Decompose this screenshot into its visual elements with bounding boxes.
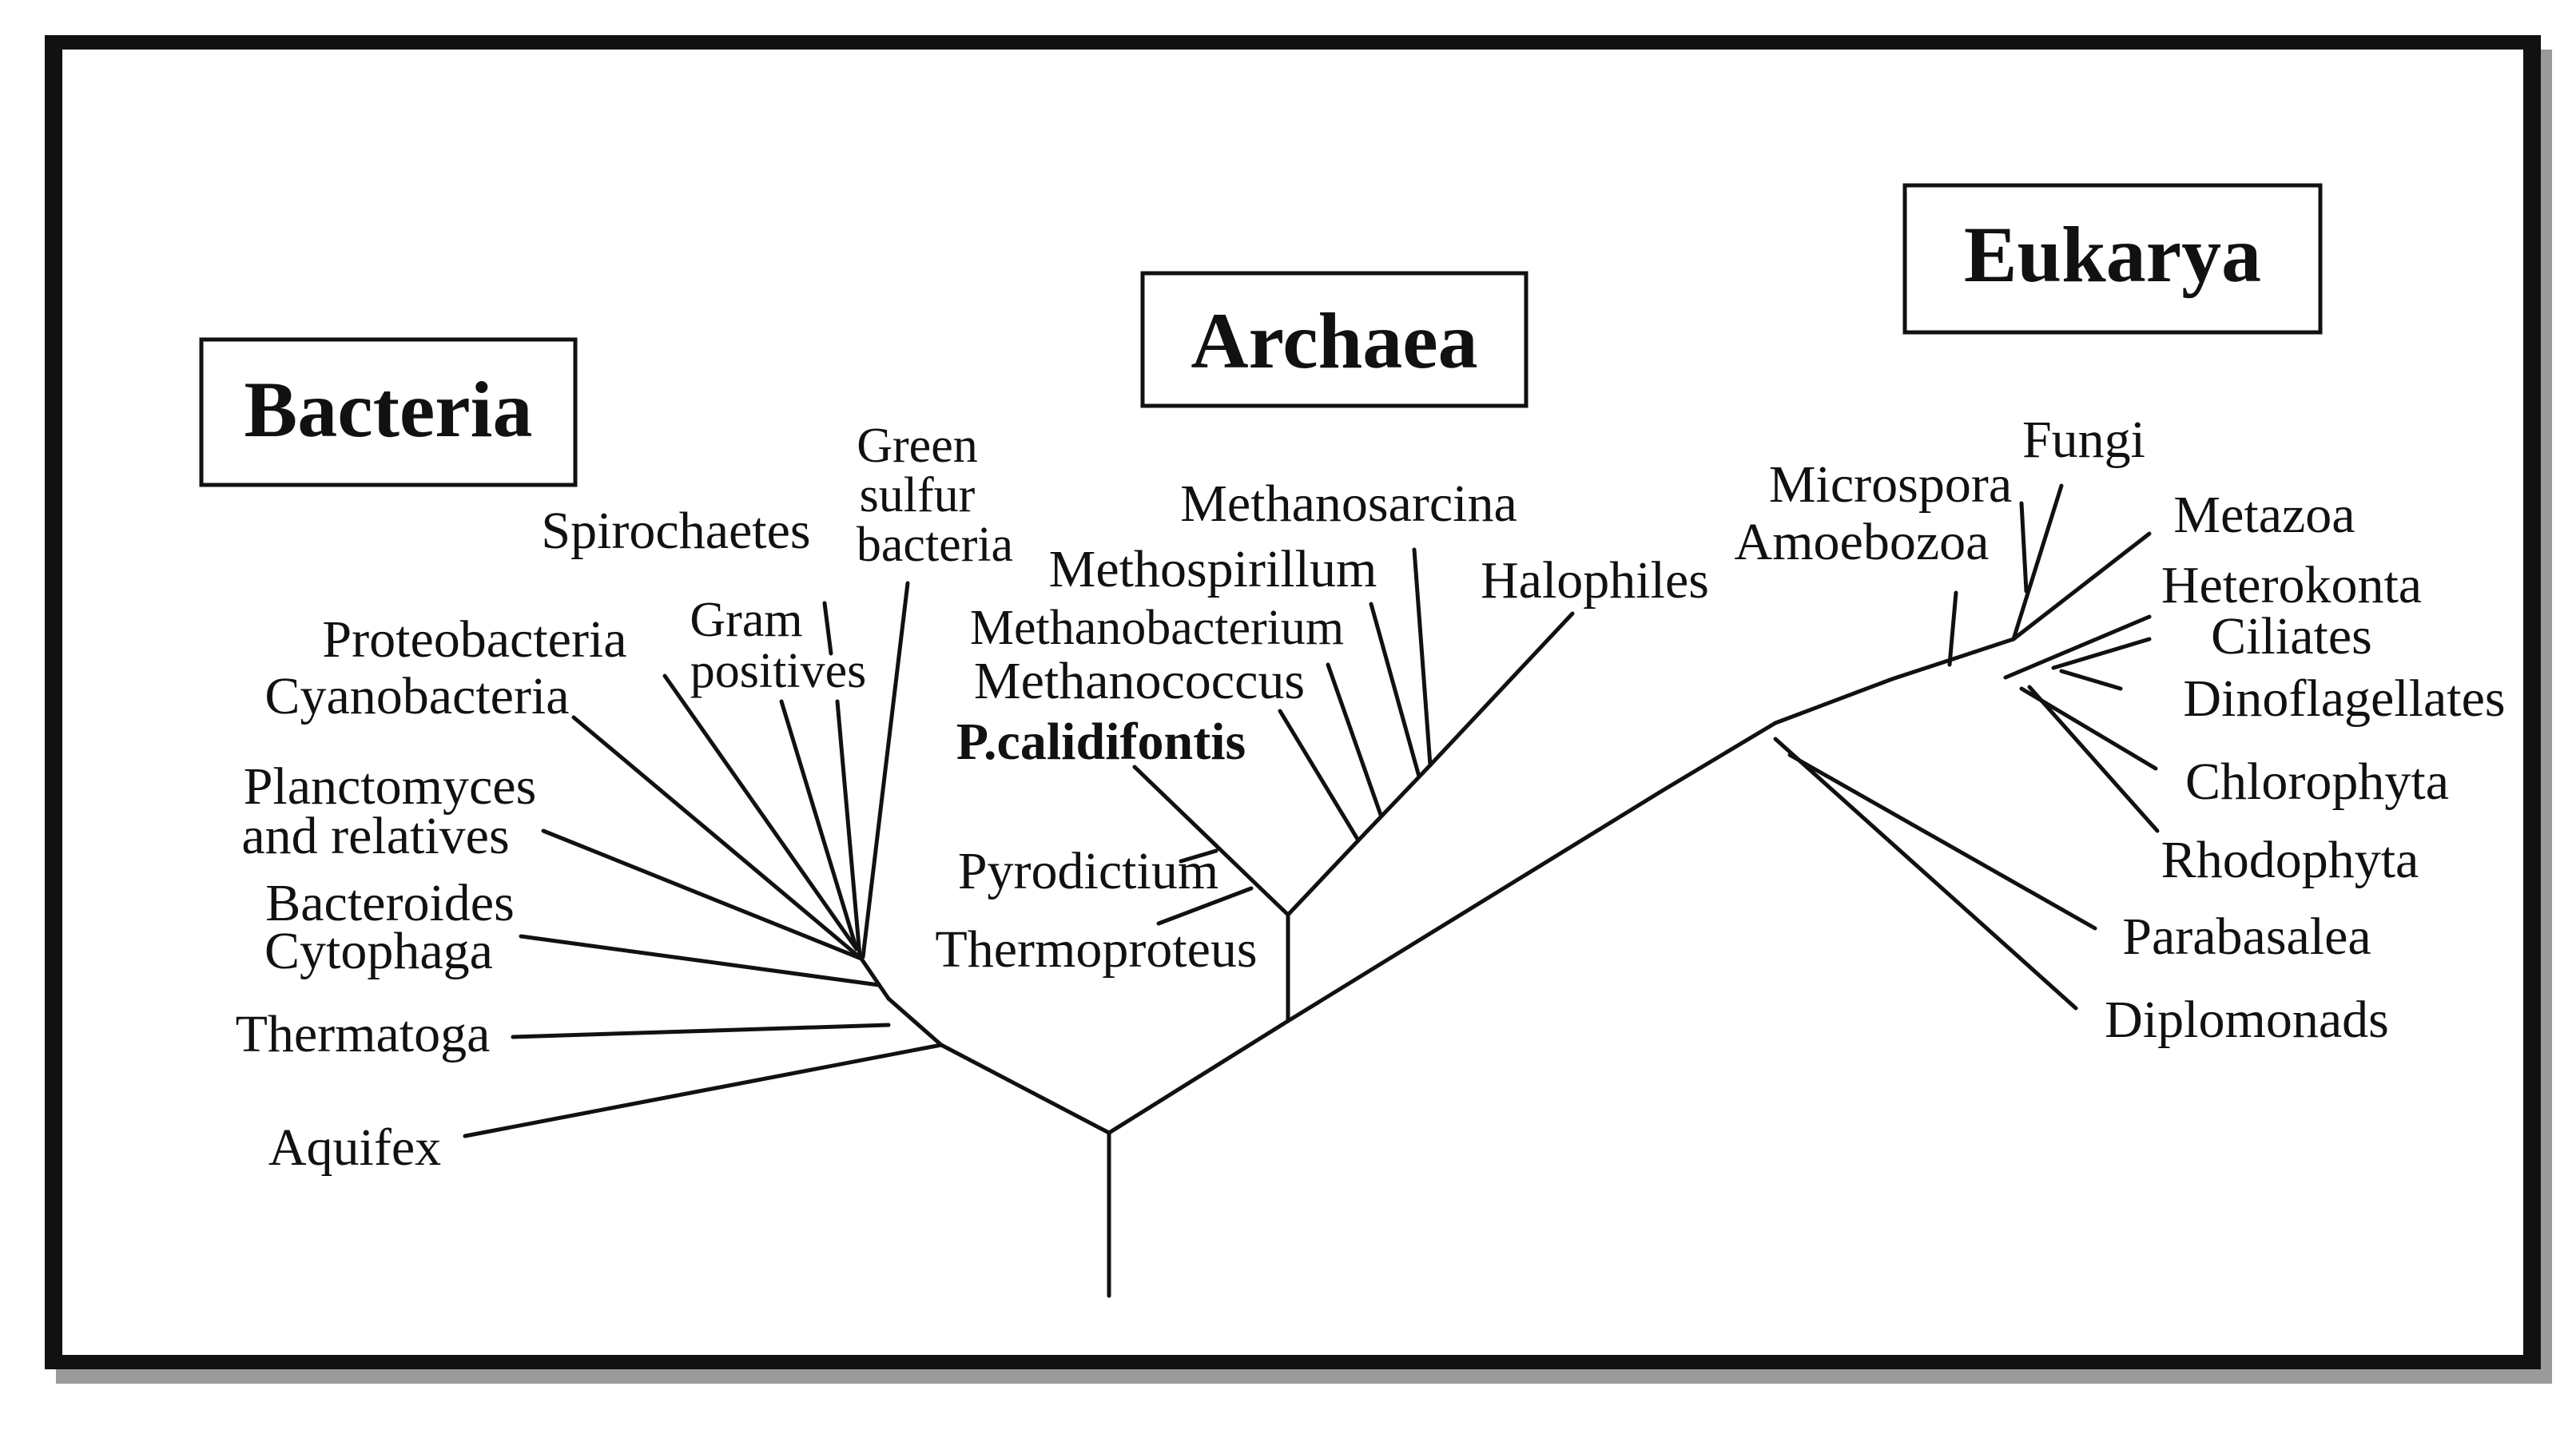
label-ciliates: Ciliates bbox=[2211, 607, 2372, 665]
branch-methanosarcina bbox=[1412, 547, 1433, 768]
label-heterokonta: Heterokonta bbox=[2161, 556, 2422, 614]
branch-planctomyces bbox=[541, 828, 864, 961]
branch-cyanobacteria bbox=[571, 715, 864, 961]
label-green-sulfur-line1: Green bbox=[857, 419, 977, 473]
branch-heterokonta bbox=[2003, 614, 2152, 680]
label-gram-line1: Gram bbox=[690, 593, 802, 647]
branch-metazoa bbox=[2011, 531, 2152, 642]
branch-thermatoga bbox=[511, 1023, 891, 1039]
branch-gram-positives-upper bbox=[822, 601, 833, 656]
branch-rhodophyta bbox=[2027, 685, 2160, 833]
archaea-labels: Methanosarcina Methospirillum Methanobac… bbox=[935, 475, 1709, 979]
label-aquifex: Aquifex bbox=[268, 1118, 441, 1177]
branch-aquifex bbox=[463, 1043, 944, 1138]
label-chlorophyta: Chlorophyta bbox=[2185, 753, 2449, 811]
label-methospirillum: Methospirillum bbox=[1049, 540, 1377, 598]
branch-spirochaetes bbox=[779, 699, 859, 951]
branch-ciliates bbox=[2051, 637, 2152, 670]
label-methanosarcina: Methanosarcina bbox=[1180, 475, 1517, 533]
label-proteobacteria: Proteobacteria bbox=[322, 610, 626, 669]
tree-branches bbox=[463, 483, 2160, 1298]
label-diplomonads: Diplomonads bbox=[2105, 991, 2389, 1049]
branch-bacteria-inner bbox=[886, 996, 944, 1047]
branch-bacteria-inner2 bbox=[859, 956, 891, 1001]
label-rhodophyta: Rhodophyta bbox=[2161, 831, 2419, 889]
label-cytophaga: Cytophaga bbox=[264, 922, 493, 980]
label-bacteroides: Bacteroides bbox=[265, 874, 515, 932]
branch-crenarchaeota bbox=[1266, 894, 1290, 917]
label-methanococcus: Methanococcus bbox=[974, 652, 1305, 710]
domain-box-eukarya: Eukarya bbox=[1902, 183, 2323, 335]
branch-crown bbox=[1773, 677, 1894, 725]
branch-methospirillum bbox=[1369, 602, 1421, 779]
domain-title-archaea: Archaea bbox=[1191, 296, 1477, 385]
label-green-sulfur-line2: sulfur bbox=[860, 468, 976, 522]
branch-euryarchaeota bbox=[1286, 838, 1361, 917]
domain-title-eukarya: Eukarya bbox=[1964, 210, 2261, 299]
branch-euryarchaeota-inner bbox=[1356, 766, 1429, 843]
label-green-sulfur-line3: bacteria bbox=[857, 518, 1013, 572]
label-gram-line2: positives bbox=[690, 644, 866, 698]
label-thermatoga: Thermatoga bbox=[236, 1005, 491, 1063]
branch-archaea-to-eukarya bbox=[1286, 788, 1664, 1023]
branch-thermoproteus bbox=[1156, 886, 1254, 926]
branch-gram-positives bbox=[835, 699, 862, 958]
label-pyrodictium: Pyrodictium bbox=[958, 842, 1218, 900]
branch-parabasalea bbox=[1787, 753, 2097, 931]
branch-root-to-archaea bbox=[1107, 1019, 1290, 1135]
label-calidifontis: P.calidifontis bbox=[956, 713, 1246, 771]
label-dinoflagellates: Dinoflagellates bbox=[2183, 669, 2505, 728]
branch-methanococcus bbox=[1278, 709, 1361, 843]
branch-microspora bbox=[2019, 501, 2029, 594]
branch-diplomonads bbox=[1773, 737, 2078, 1011]
label-thermoproteus: Thermoproteus bbox=[935, 920, 1257, 979]
label-halophiles: Halophiles bbox=[1481, 551, 1709, 610]
branch-proteobacteria bbox=[662, 673, 859, 951]
branch-amoebozoa bbox=[1947, 590, 1958, 667]
branch-eukarya-stem bbox=[1660, 721, 1778, 793]
domain-box-bacteria: Bacteria bbox=[199, 337, 578, 487]
domain-box-archaea: Archaea bbox=[1140, 271, 1529, 408]
label-microspora: Microspora bbox=[1769, 455, 2012, 514]
label-amoebozoa: Amoebozoa bbox=[1735, 513, 1990, 571]
branch-fungi bbox=[2011, 483, 2064, 642]
label-metazoa: Metazoa bbox=[2173, 486, 2355, 544]
branch-root-to-bacteria bbox=[939, 1043, 1111, 1135]
branch-crown-inner bbox=[1890, 637, 2016, 681]
label-fungi: Fungi bbox=[2022, 411, 2145, 469]
branch-halophiles bbox=[1425, 611, 1575, 771]
domain-title-bacteria: Bacteria bbox=[244, 365, 533, 454]
branch-green-sulfur bbox=[861, 581, 910, 959]
branch-cytophaga bbox=[519, 934, 881, 987]
label-planctomyces-line1: Planctomyces bbox=[244, 757, 537, 816]
bacteria-labels: Green sulfur bacteria Spirochaetes Gram … bbox=[236, 419, 1014, 1177]
label-spirochaetes: Spirochaetes bbox=[541, 502, 810, 560]
eukarya-labels: Fungi Microspora Amoebozoa Metazoa Heter… bbox=[1735, 411, 2506, 1049]
branch-dinoflagellates bbox=[2059, 669, 2123, 691]
branch-calidifontis bbox=[1132, 765, 1271, 899]
label-cyanobacteria: Cyanobacteria bbox=[264, 667, 569, 725]
branch-pyrodictium bbox=[1179, 848, 1218, 864]
label-parabasalea: Parabasalea bbox=[2122, 908, 2371, 966]
branch-methanobacterium bbox=[1326, 662, 1383, 817]
label-methanobacterium: Methanobacterium bbox=[970, 601, 1344, 655]
label-planctomyces-line2: and relatives bbox=[241, 807, 509, 865]
